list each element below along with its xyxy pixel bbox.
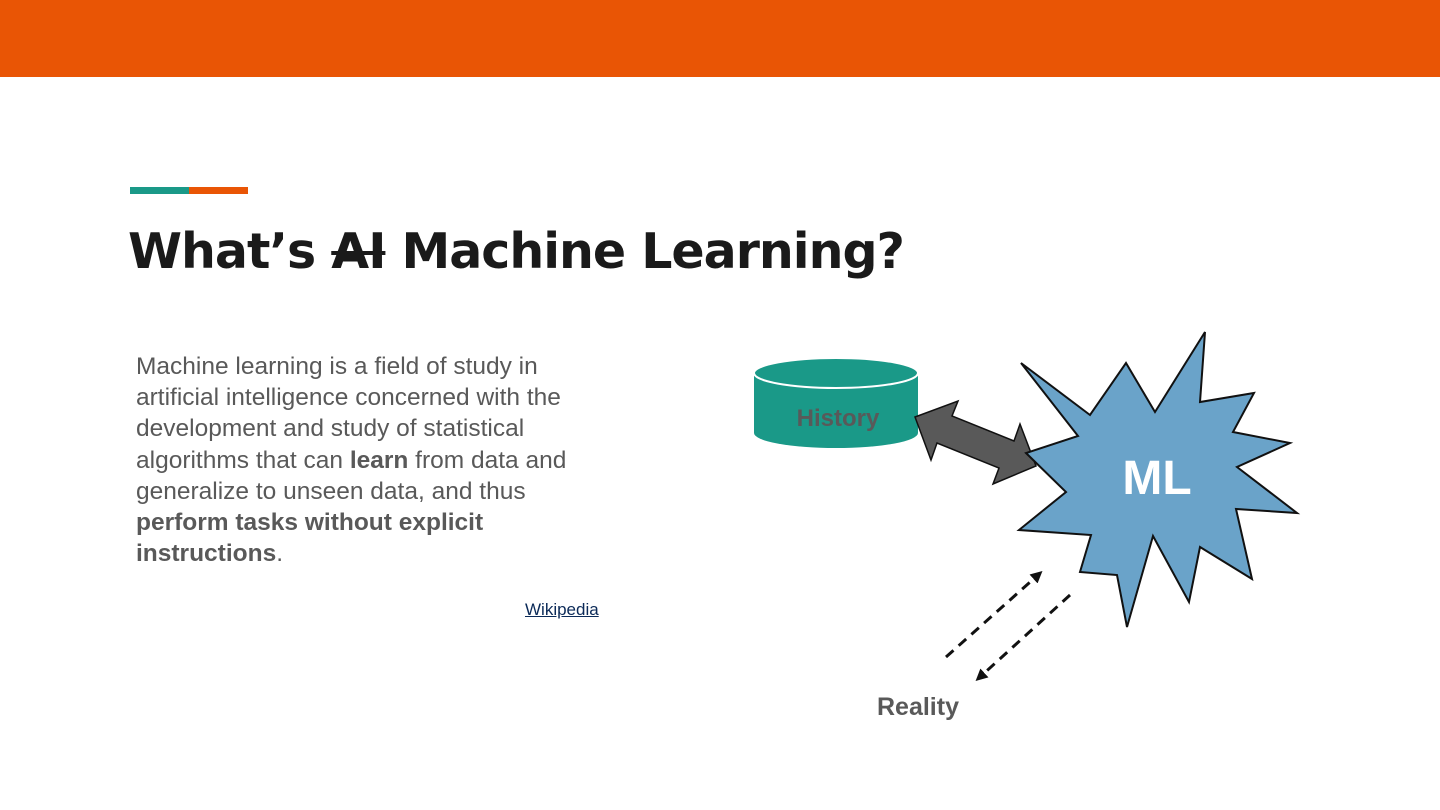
title-suffix: Machine Learning? <box>385 223 904 280</box>
definition-text-3: . <box>276 540 284 568</box>
title-prefix: What’s <box>128 223 332 280</box>
title-accent-teal <box>130 187 189 194</box>
ml-label: ML <box>1122 452 1191 505</box>
title-accent-orange <box>189 187 248 194</box>
history-label: History <box>797 405 880 432</box>
title-struck-word: AI <box>331 223 386 280</box>
history-database-icon: History <box>753 357 919 448</box>
wikipedia-source-link[interactable]: Wikipedia <box>525 600 599 619</box>
definition-paragraph: Machine learning is a field of study in … <box>136 351 606 569</box>
reality-dashed-arrows-icon <box>945 571 1072 682</box>
ml-starburst-icon: ML <box>1016 331 1301 628</box>
definition-text-2: from data and generalize to unseen data,… <box>136 446 567 505</box>
double-arrow-icon <box>914 399 1037 486</box>
definition-bold-tasks: perform tasks without explicit instructi… <box>136 509 484 568</box>
slide-title: What’s AI Machine Learning? <box>128 218 905 286</box>
reality-label: Reality <box>877 693 959 721</box>
definition-text-1: Machine learning is a field of study in … <box>136 353 561 474</box>
definition-bold-learn: learn <box>349 446 409 474</box>
header-bar <box>0 0 1440 77</box>
